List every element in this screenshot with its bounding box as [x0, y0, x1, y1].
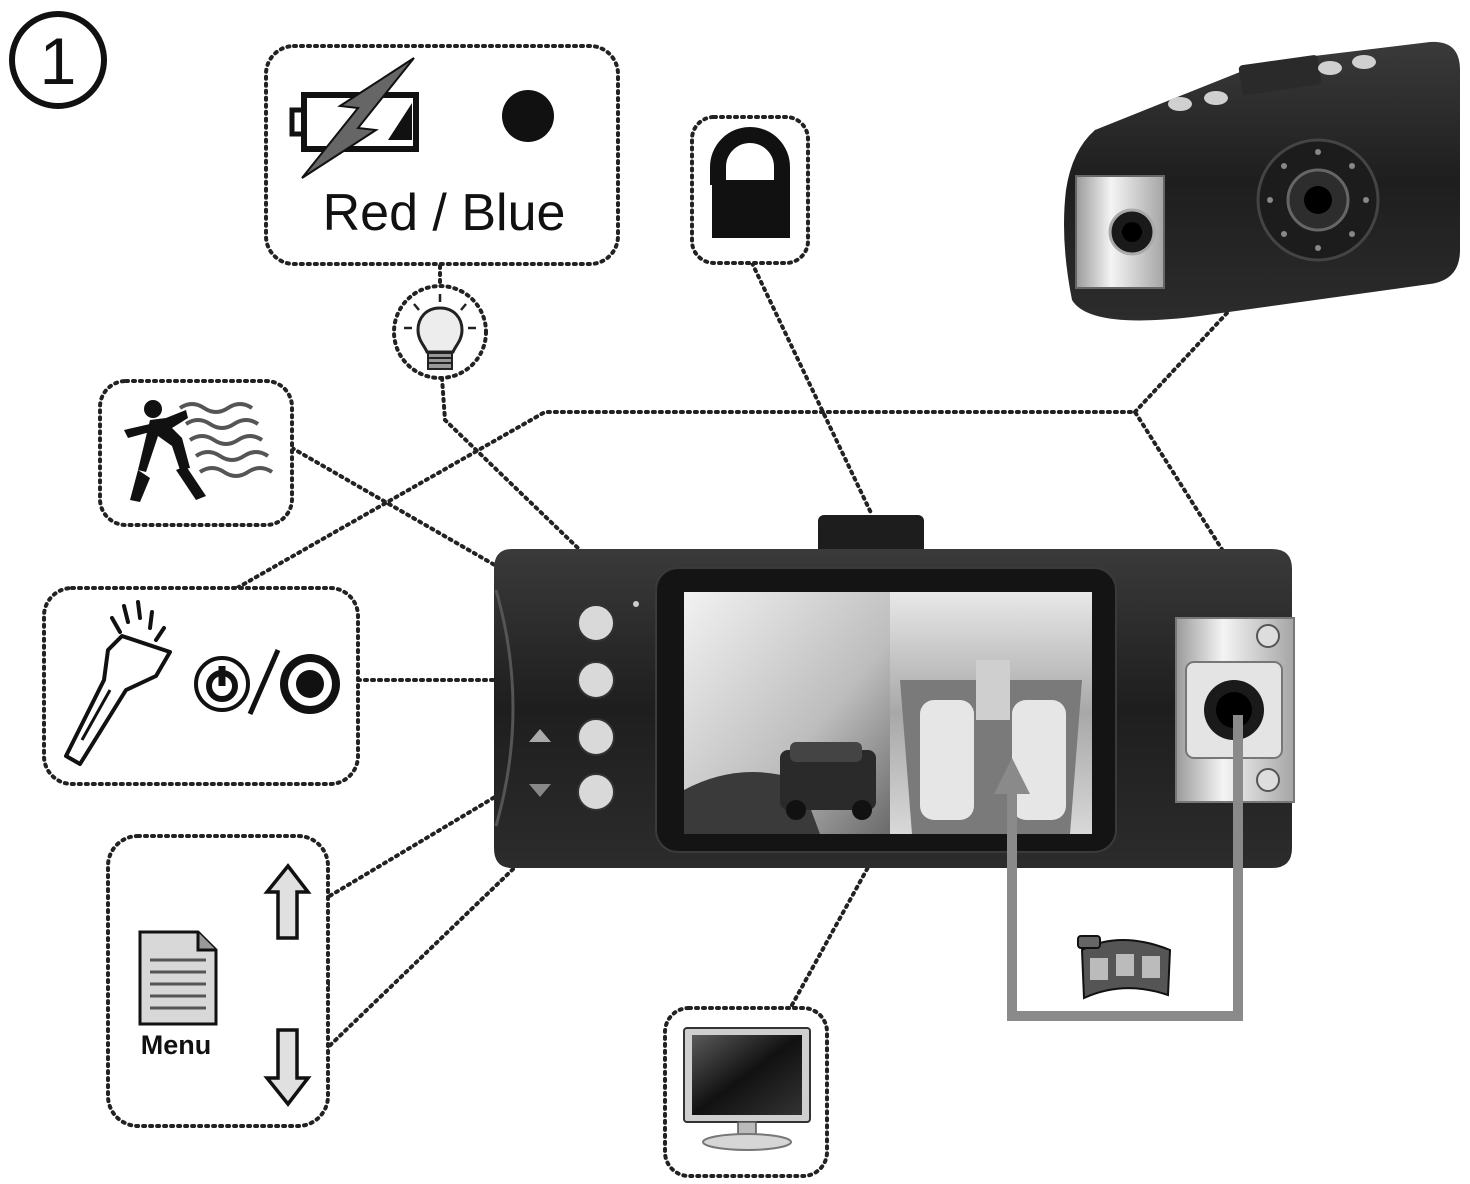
monitor-icon — [683, 1027, 811, 1151]
menu-label: Menu — [141, 1030, 212, 1060]
camera-swap-arrow — [994, 715, 1243, 1021]
step-number-badge: 1 — [9, 11, 107, 109]
document-menu-icon — [138, 930, 218, 1026]
step-number-label: 1 — [40, 24, 77, 98]
motion-detection-callout — [98, 379, 294, 527]
lcd-screen — [684, 592, 1092, 834]
lock-icon — [710, 127, 790, 238]
device-button-1[interactable] — [577, 604, 615, 642]
power-icon — [194, 656, 250, 712]
up-mark-icon — [529, 729, 551, 742]
record-icon — [280, 654, 340, 714]
battery-charging-icon — [289, 57, 419, 179]
indicator-dot-icon — [502, 90, 554, 142]
lock-callout — [690, 115, 810, 265]
front-main-lens — [1256, 138, 1380, 262]
down-mark-icon — [529, 784, 551, 797]
film-strip-icon — [1077, 935, 1172, 1000]
light-bulb-icon — [392, 284, 488, 380]
front-mount-clip — [1238, 55, 1322, 95]
indicator-callout: Red / Blue — [264, 44, 620, 266]
car-silhouette — [780, 750, 876, 810]
arrow-down-icon — [263, 1028, 312, 1107]
indicator-led — [633, 601, 639, 607]
dashcam-front-view — [1064, 41, 1460, 321]
device-button-3[interactable] — [577, 718, 615, 756]
running-person-motion-icon — [124, 400, 274, 502]
display-callout — [663, 1006, 829, 1178]
arrow-up-icon — [263, 863, 312, 940]
device-buttons — [529, 604, 615, 811]
indicator-color-label: Red / Blue — [323, 184, 566, 242]
device-button-2[interactable] — [577, 661, 615, 699]
power-ir-callout — [42, 586, 360, 786]
flashlight-icon — [64, 600, 172, 766]
device-button-4[interactable] — [577, 773, 615, 811]
slash-divider — [247, 648, 281, 716]
connector-lines — [193, 241, 1294, 1057]
dashcam-rear-view — [494, 515, 1295, 868]
menu-navigation-callout: Menu — [106, 834, 330, 1128]
